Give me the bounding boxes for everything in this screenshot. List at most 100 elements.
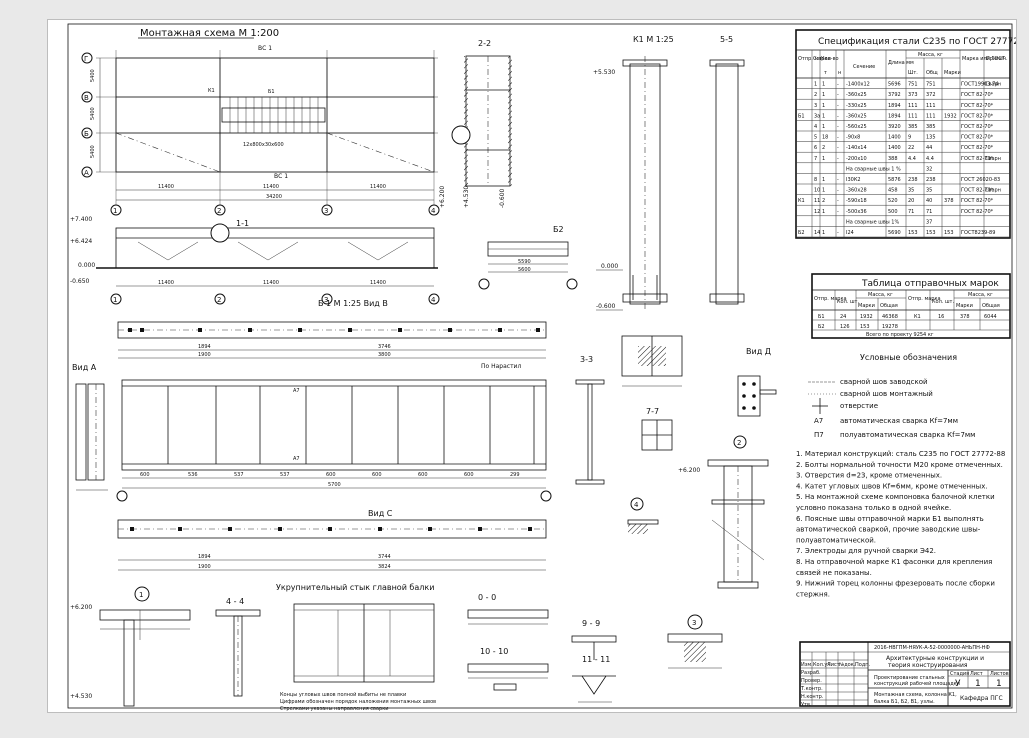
spec-cell: - [837, 188, 839, 194]
elev-m0600-b: -0.600 [596, 303, 616, 310]
b1-bay-8: 299 [510, 472, 520, 478]
elev-6200-a: +6.200 [439, 186, 446, 208]
spec-cell: ГОСТ 82-70* [961, 103, 994, 109]
spec-cell: 3792 [888, 92, 901, 98]
marks-cell: Б1 [818, 314, 825, 320]
s99-title: 9 - 9 [582, 619, 600, 628]
spec-cell: 1932 [944, 113, 957, 119]
spec-table: Спецификация стали С235 по ГОСТ 27772-88… [795, 29, 1016, 239]
stamp-project-2: теория конструирования [888, 662, 968, 669]
stamp-col-2: Лист [827, 662, 840, 668]
spec-cell: -330х25 [846, 103, 867, 109]
stamp-stage: У [955, 679, 961, 689]
spec-cell: 3 [814, 103, 817, 109]
node-7-7: 7-7 [641, 407, 673, 451]
s11-axis-2: 2 [217, 296, 221, 304]
spec-cell: - [837, 103, 839, 109]
spec-h-length: Длина мм [888, 60, 914, 66]
b1-total: 5700 [328, 482, 341, 488]
node-3: 3 [667, 614, 723, 669]
legend-item-3: автоматическая сварка Кf=7мм [840, 417, 958, 425]
stamp-sheets-label: Листов [990, 671, 1009, 677]
spec-cell: I24 [846, 230, 854, 236]
s55-title: 5-5 [720, 35, 733, 44]
spec-cell: -360х25 [846, 92, 867, 98]
spec-cell: -90х8 [846, 135, 860, 141]
s11-axis-1: 1 [113, 296, 117, 304]
note-line: 5. На монтажной схеме компоновка балочно… [796, 493, 995, 501]
spec-cell: 3а [814, 113, 820, 119]
k1-title: К1 М 1:25 [633, 35, 674, 44]
spec-h-pos: С.п. [813, 56, 823, 62]
spec-cell: -360х28 [846, 188, 867, 194]
spec-cell: -140х14 [846, 145, 867, 151]
marks-cell: 19278 [882, 324, 898, 330]
vid-d-title: Вид Д [746, 347, 771, 356]
splice-note-2: Цифрами обозначен порядок наложения монт… [280, 699, 436, 705]
marks-cell: 46368 [882, 314, 898, 320]
marks-h-0: Отпр. марка [814, 296, 847, 302]
stamp-col-3: №док. [839, 662, 856, 668]
marks-sub-0: Марки [858, 303, 875, 309]
note-line: автоматической сваркой, прочие заводские… [796, 526, 981, 534]
spec-sh-t: т [824, 70, 827, 76]
note-line: 7. Электроды для ручной сварки Э42. [796, 547, 936, 555]
b1-dim-mid-2: 3800 [378, 352, 391, 358]
b1-bay-4: 600 [326, 472, 336, 478]
spec-cell: 1 [822, 177, 825, 183]
note-line: полуавтоматической. [796, 536, 876, 544]
span-dim-2: 11400 [263, 184, 279, 190]
spec-cell: 6 [814, 145, 817, 151]
spec-cell: I30К2 [846, 177, 861, 183]
spec-cell: 388 [888, 156, 898, 162]
stamp-sheet-title: Монтажная схема, колонна К1, [874, 692, 957, 698]
stamp-role-2: Т.контр. [800, 686, 823, 692]
spec-cell: 1 [822, 82, 825, 88]
spec-cell: 2 [822, 145, 825, 151]
s77-title: 7-7 [646, 407, 659, 416]
spec-cell: 71 [908, 209, 914, 215]
spec-cell: ГОСТ 82-70* [961, 124, 994, 130]
note-line: связей не показаны. [796, 569, 872, 577]
section-2-2: 2-2 +6.200 +4.530 -0.600 [439, 39, 512, 208]
spec-cell: 44 [926, 145, 932, 151]
spec-cell: 2 [822, 198, 825, 204]
spec-cell: 2 [814, 92, 817, 98]
note-line: 1. Материал конструкций: сталь С235 по Г… [796, 450, 1005, 458]
spec-cell: ГОСТ 82-70* [961, 145, 994, 151]
row-dim-1: 5400 [90, 69, 96, 82]
spec-cell: 238 [926, 177, 936, 183]
sheet-frame [67, 23, 1013, 709]
spec-h-mark: Отпр. марка [798, 56, 831, 62]
spec-cell: ГОСТ 82-70* [961, 135, 994, 141]
marks-h-4: Кол. шт. [932, 299, 954, 305]
elev-m0600: -0.600 [499, 188, 506, 208]
spec-cell: - [837, 230, 839, 236]
spec-h-note: Примеч. [986, 56, 1008, 62]
spec-cell: 751 [908, 82, 918, 88]
marks-cell: Б2 [818, 324, 825, 330]
spec-cell: 111 [926, 113, 936, 119]
node-4: 4 [627, 497, 659, 534]
spec-cell: 385 [926, 124, 936, 130]
spec-cell: -200х10 [846, 156, 867, 162]
spec-cell: ГОСТ 82-70* [961, 198, 994, 204]
spec-cell: Сварн [985, 82, 1001, 88]
spec-cell: К1 [798, 198, 805, 204]
node-2: 2 +6.200 [678, 435, 769, 589]
spec-cell: ГОСТ 26020-83 [961, 177, 1000, 183]
legend-item-1: сварной шов монтажный [840, 390, 933, 398]
vid-a-title: Вид А [72, 363, 97, 372]
label-b1: Б1 [268, 89, 275, 95]
spec-cell: 238 [908, 177, 918, 183]
spec-cell: ГОСТ19903-74 [961, 82, 999, 88]
axis-row-b: Б [84, 130, 89, 138]
marks-cell: 6044 [984, 314, 997, 320]
spec-cell: - [837, 145, 839, 151]
elev-5530: +5.530 [593, 69, 615, 76]
spec-cell: 500 [888, 209, 898, 215]
section-3-3: 3-3 [575, 355, 605, 485]
legend: Условные обозначения сварной шов заводск… [808, 353, 975, 439]
spec-cell: 37 [926, 219, 932, 225]
section-2-2-title: 2-2 [478, 39, 491, 48]
